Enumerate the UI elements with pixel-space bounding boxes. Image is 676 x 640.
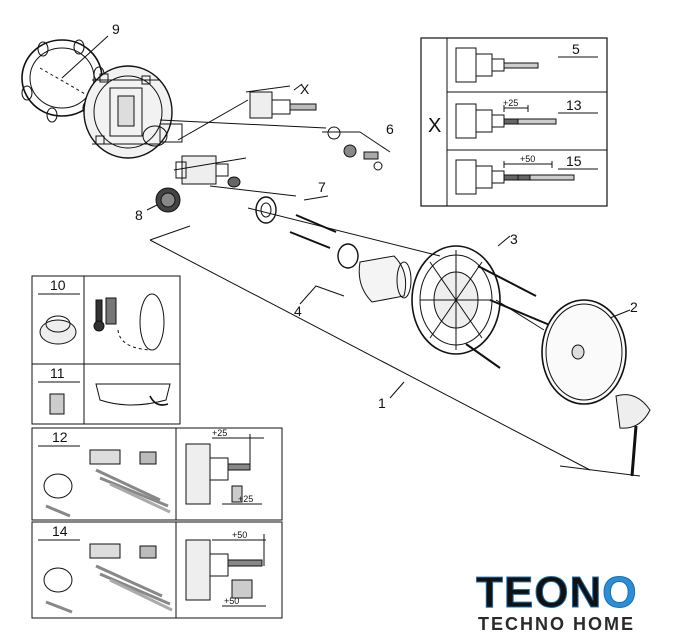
mixer-housing	[83, 65, 183, 159]
valve-body-standard	[455, 47, 598, 83]
dim-plus50-row3: +50	[520, 154, 535, 164]
callout-labels: 9 X 6 7 8 3 2 4 1 X 5 13 15 10 11 12 14 …	[50, 21, 638, 606]
callout-4: 4	[294, 303, 302, 319]
valve-body-extended-50	[455, 159, 598, 195]
callout-8: 8	[135, 207, 143, 223]
callout-7: 7	[318, 179, 326, 195]
callout-2: 2	[630, 299, 638, 315]
callout-12: 12	[52, 429, 68, 445]
callout-6: 6	[386, 121, 394, 137]
extension-spindle-x	[249, 83, 317, 119]
callout-11: 11	[50, 365, 65, 381]
callout-14: 14	[52, 523, 68, 539]
callout-3: 3	[510, 231, 518, 247]
set-bracket-1	[149, 225, 641, 477]
dim-plus25-box12-top: +25	[212, 428, 227, 438]
sleeve-4	[299, 243, 412, 305]
filter-8	[146, 187, 181, 213]
extension-set-12	[31, 427, 283, 521]
cartridge	[175, 155, 241, 188]
logo-wordmark: TEONO	[475, 568, 638, 617]
callout-5: 5	[572, 41, 580, 57]
callout-15: 15	[566, 153, 582, 169]
callout-x-box: X	[428, 115, 441, 137]
callout-1: 1	[378, 395, 386, 411]
logo-tagline: TECHNO HOME	[478, 614, 635, 634]
dim-plus50-box14-top: +50	[232, 530, 247, 540]
retaining-ring-9	[21, 35, 109, 123]
fixing-parts-7	[255, 195, 337, 249]
dim-plus25-row2: +25	[503, 98, 518, 108]
callout-10: 10	[50, 277, 66, 293]
callout-9: 9	[112, 21, 120, 37]
dim-plus50-box14-bottom: +50	[224, 596, 239, 606]
parts-6	[322, 126, 391, 171]
callout-13: 13	[566, 97, 582, 113]
teono-logo: TEONO TECHNO HOME	[470, 568, 670, 636]
extension-options-box	[420, 37, 608, 207]
accessory-box-10-11	[31, 275, 181, 425]
escutcheon-handle-2	[541, 299, 651, 477]
extension-set-14	[31, 521, 283, 619]
dim-plus25-box12-bottom: +25	[238, 494, 253, 504]
mounting-plate-3	[411, 245, 553, 369]
valve-body-extended-25	[455, 103, 598, 139]
callout-x: X	[300, 81, 310, 97]
